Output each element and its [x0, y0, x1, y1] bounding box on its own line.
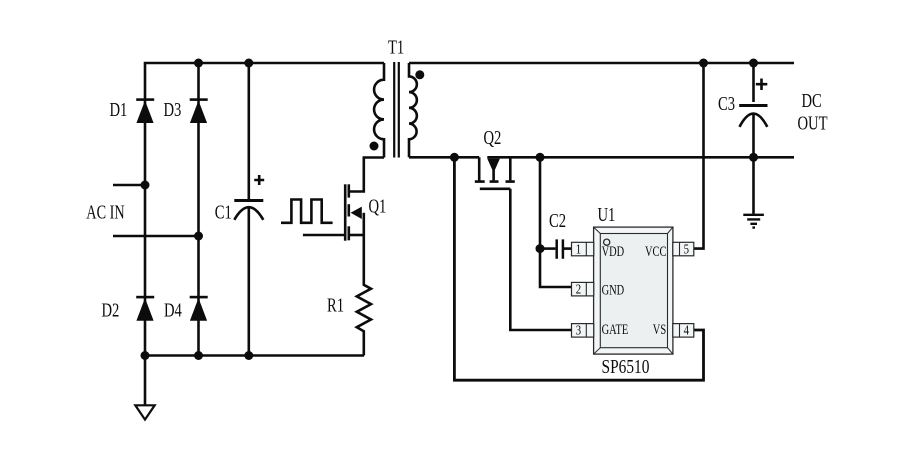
svg-text:U1: U1 [598, 204, 616, 225]
svg-text:VCC: VCC [645, 243, 666, 259]
svg-text:C2: C2 [549, 210, 566, 231]
svg-text:GATE: GATE [602, 321, 629, 337]
svg-text:T1: T1 [388, 37, 404, 58]
svg-text:5: 5 [684, 241, 689, 256]
svg-text:C1: C1 [215, 202, 232, 223]
svg-text:GND: GND [602, 282, 625, 298]
svg-text:2: 2 [576, 281, 581, 296]
svg-text:D2: D2 [102, 300, 120, 321]
svg-text:Q1: Q1 [369, 196, 387, 217]
svg-text:D1: D1 [110, 99, 128, 120]
svg-text:4: 4 [684, 322, 689, 337]
svg-text:Q2: Q2 [484, 127, 502, 148]
svg-text:R1: R1 [327, 295, 344, 316]
svg-text:VS: VS [653, 321, 666, 337]
svg-text:D3: D3 [164, 99, 182, 120]
svg-text:DC: DC [802, 90, 822, 111]
svg-text:D4: D4 [164, 300, 182, 321]
svg-text:SP6510: SP6510 [602, 355, 650, 377]
svg-text:OUT: OUT [798, 112, 828, 133]
svg-text:AC IN: AC IN [86, 201, 124, 223]
svg-text:3: 3 [576, 322, 581, 337]
svg-text:1: 1 [576, 241, 581, 256]
svg-text:VDD: VDD [602, 243, 625, 259]
svg-text:C3: C3 [718, 93, 735, 114]
